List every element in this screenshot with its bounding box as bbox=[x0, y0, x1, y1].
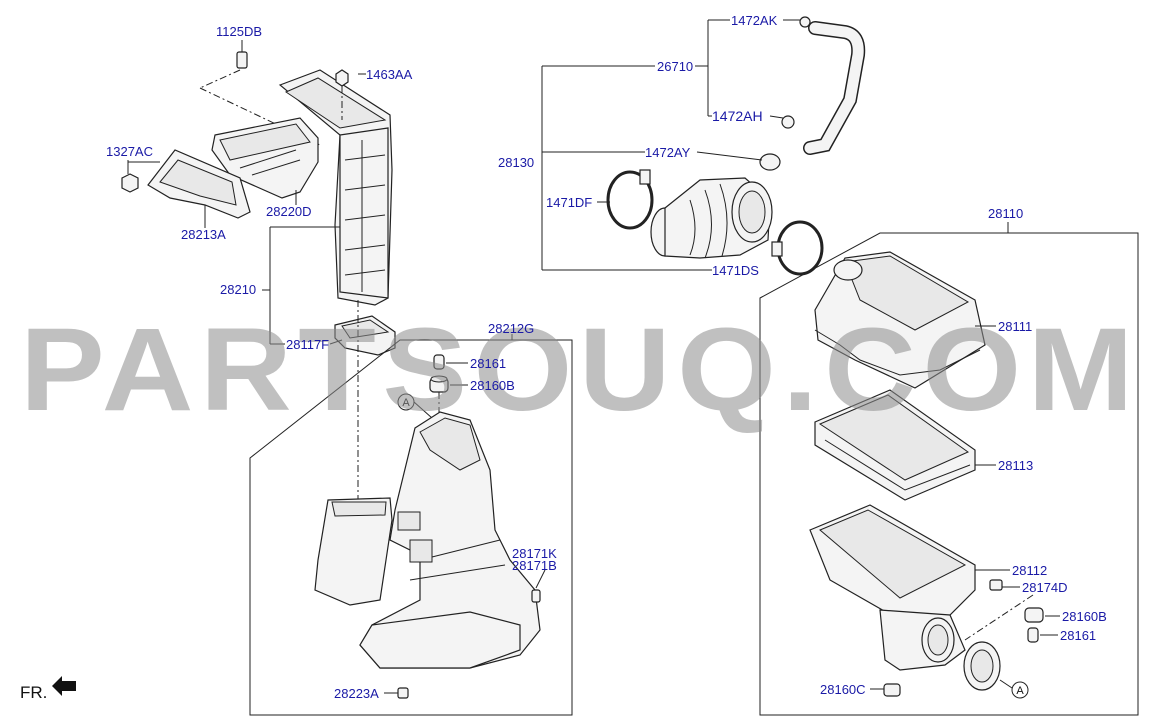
clamp-1472AK-part bbox=[799, 16, 811, 28]
front-arrow-icon bbox=[52, 676, 76, 696]
clamp-1472AH-part bbox=[781, 115, 795, 129]
label-28112[interactable]: 28112 bbox=[1012, 563, 1047, 578]
label-1125DB[interactable]: 1125DB bbox=[216, 24, 262, 39]
label-28220D[interactable]: 28220D bbox=[266, 204, 312, 219]
nut-1327AC-part bbox=[121, 173, 139, 193]
clip-28174D-part bbox=[989, 579, 1003, 591]
clamp-1471DS-part bbox=[771, 220, 824, 276]
label-28161-right[interactable]: 28161 bbox=[1060, 628, 1096, 643]
label-1472AY[interactable]: 1472AY bbox=[645, 145, 691, 160]
front-direction-label: FR. bbox=[20, 683, 47, 702]
label-1463AA[interactable]: 1463AA bbox=[366, 67, 413, 82]
label-28111[interactable]: 28111 bbox=[998, 319, 1032, 334]
label-28171K[interactable]: 28171K bbox=[512, 546, 557, 561]
label-1472AH[interactable]: 1472AH bbox=[712, 108, 763, 124]
label-28160B-left[interactable]: 28160B bbox=[470, 378, 515, 393]
screw-28171K-part bbox=[531, 589, 541, 603]
label-28160B-right[interactable]: 28160B bbox=[1062, 609, 1107, 624]
watermark-text: PARTSOUQ.COM bbox=[20, 304, 1140, 436]
clip-28223A-part bbox=[397, 687, 409, 699]
svg-text:A: A bbox=[1016, 685, 1024, 697]
air-cleaner-lower-case-28112-part bbox=[809, 504, 976, 671]
intake-hose-28130-part bbox=[650, 177, 773, 259]
label-1471DF[interactable]: 1471DF bbox=[546, 195, 592, 210]
inlet-ring-part bbox=[963, 641, 1001, 691]
label-28117F[interactable]: 28117F bbox=[286, 337, 329, 352]
label-28210[interactable]: 28210 bbox=[220, 282, 256, 297]
breather-hose-26710-part bbox=[803, 21, 866, 155]
label-28174D[interactable]: 28174D bbox=[1022, 580, 1068, 595]
label-1472AK[interactable]: 1472AK bbox=[731, 13, 778, 28]
label-28213A[interactable]: 28213A bbox=[181, 227, 226, 242]
label-28113[interactable]: 28113 bbox=[998, 458, 1033, 473]
clamp-1472AY-part bbox=[759, 153, 781, 171]
label-1471DS[interactable]: 1471DS bbox=[712, 263, 759, 278]
air-filter-28113-part bbox=[814, 389, 976, 501]
grommet-28161-part bbox=[433, 354, 445, 370]
intake-duct-28210-part bbox=[278, 69, 393, 306]
bracket-28213A-part bbox=[147, 149, 251, 219]
nut-1463AA-part bbox=[335, 69, 349, 87]
label-28171B[interactable]: 28171B bbox=[512, 558, 557, 573]
label-28160C[interactable]: 28160C bbox=[820, 682, 866, 697]
air-cleaner-cover-28111-part bbox=[814, 251, 986, 389]
reference-marker-a-lower: A bbox=[1011, 681, 1029, 699]
grommet-28160C-part bbox=[883, 683, 901, 697]
grommet-28160B-right-part bbox=[1024, 607, 1044, 623]
label-28223A[interactable]: 28223A bbox=[334, 686, 379, 701]
lower-duct-28212G-part bbox=[314, 411, 541, 669]
label-28110[interactable]: 28110 bbox=[988, 206, 1023, 221]
label-26710[interactable]: 26710 bbox=[657, 59, 693, 74]
label-28161-left[interactable]: 28161 bbox=[470, 356, 506, 371]
label-28130[interactable]: 28130 bbox=[498, 155, 534, 170]
svg-text:A: A bbox=[402, 397, 410, 409]
label-28212G[interactable]: 28212G bbox=[488, 321, 534, 336]
seal-28117F-part bbox=[334, 315, 396, 356]
clamp-1471DF-part bbox=[606, 169, 654, 230]
grommet-28161-right-part bbox=[1027, 627, 1039, 643]
bolt-1125DB-part bbox=[236, 40, 248, 69]
label-1327AC[interactable]: 1327AC bbox=[106, 144, 153, 159]
